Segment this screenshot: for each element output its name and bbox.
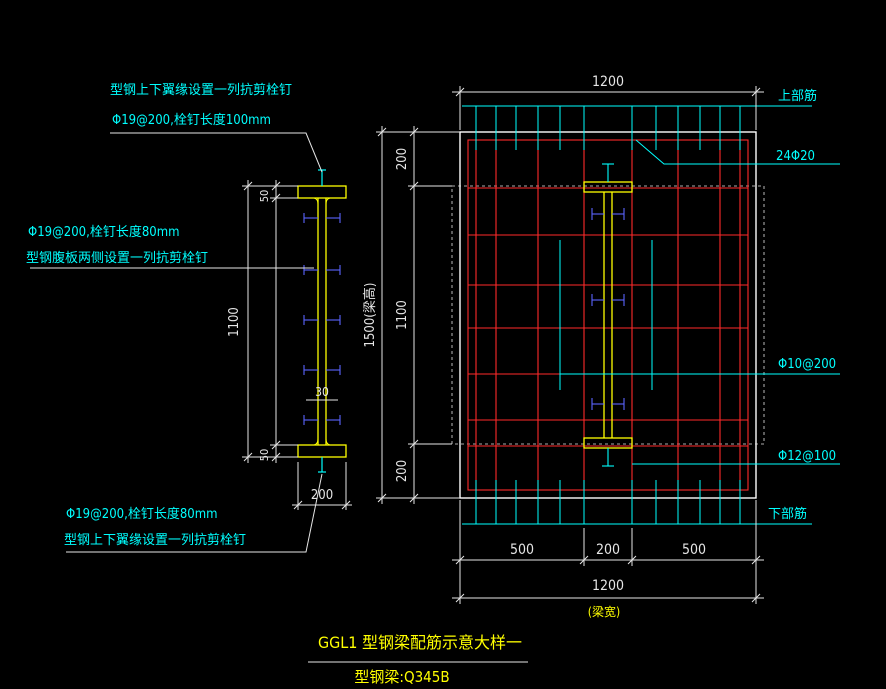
section-web-studs bbox=[591, 208, 625, 410]
top-bars bbox=[462, 105, 812, 150]
web-studs bbox=[303, 213, 341, 425]
dim-flange-bot: 50 bbox=[258, 449, 271, 462]
bottom-chain-dims bbox=[452, 500, 764, 604]
label-stirrup-1: Φ10@200 bbox=[778, 357, 836, 372]
dim-bottom-width: 1200 bbox=[592, 578, 624, 594]
bottom-flange-studs bbox=[318, 457, 326, 473]
dim-b3: 500 bbox=[682, 542, 706, 558]
note-mid-line2: 型钢腹板两侧设置一列抗剪栓钉 bbox=[26, 250, 208, 266]
concrete-outline bbox=[459, 131, 757, 499]
label-top-bars: 上部筋 bbox=[778, 88, 817, 104]
dim-b2: 200 bbox=[596, 542, 620, 558]
stirrups-grid bbox=[467, 139, 749, 491]
label-side-bars: 24Φ20 bbox=[776, 149, 815, 164]
note-top-line1: 型钢上下翼缘设置一列抗剪栓钉 bbox=[110, 82, 292, 98]
left-dim-lines bbox=[242, 180, 298, 463]
inner-dashed bbox=[451, 185, 765, 445]
leaders bbox=[30, 132, 323, 553]
dim-steel-height: 1100 bbox=[227, 307, 242, 337]
label-bottom-bars: 下部筋 bbox=[768, 506, 807, 522]
leader-side-bars bbox=[635, 139, 840, 165]
title-sub: 型钢梁:Q345B bbox=[354, 668, 449, 686]
web-fillets bbox=[313, 197, 331, 446]
dim-top-width: 1200 bbox=[592, 74, 624, 90]
left-height-dims bbox=[376, 126, 460, 504]
steel-beam-detail: 50 50 1100 30 200 型钢上下翼缘设置一列抗剪栓钉 Φ19@200… bbox=[26, 82, 352, 553]
dim-flange-top: 50 bbox=[258, 190, 271, 203]
drawing-title: GGL1 型钢梁配筋示意大样一 型钢梁:Q345B bbox=[308, 633, 528, 686]
dim-left-200-bot: 200 bbox=[395, 460, 410, 482]
dim-total-height: 1500(梁高) bbox=[362, 283, 378, 348]
note-bot-line1: Φ19@200,栓钉长度80mm bbox=[66, 506, 217, 522]
bottom-bars bbox=[462, 480, 812, 525]
tie-bars bbox=[559, 240, 660, 390]
top-width-dim bbox=[452, 86, 764, 130]
note-top-line2: Φ19@200,栓钉长度100mm bbox=[112, 112, 271, 128]
dim-web-thickness: 30 bbox=[315, 385, 329, 399]
section-flange-studs bbox=[602, 163, 614, 467]
dim-left-1100: 1100 bbox=[395, 300, 410, 330]
title-main: GGL1 型钢梁配筋示意大样一 bbox=[318, 633, 522, 652]
note-bot-line2: 型钢上下翼缘设置一列抗剪栓钉 bbox=[64, 532, 246, 548]
dim-flange-width: 200 bbox=[311, 488, 333, 503]
dim-b1: 500 bbox=[510, 542, 534, 558]
dim-left-200-top: 200 bbox=[395, 148, 410, 170]
note-mid-line1: Φ19@200,栓钉长度80mm bbox=[28, 224, 179, 240]
beam-section: 1200 上部筋 24Φ20 Φ10@200 Φ12@100 下部筋 200 1… bbox=[362, 74, 840, 619]
top-flange-studs bbox=[318, 169, 326, 186]
bottom-width-dim bbox=[292, 462, 352, 510]
dim-bottom-width-note: (梁宽) bbox=[588, 604, 620, 619]
web bbox=[317, 198, 327, 445]
label-stirrup-2: Φ12@100 bbox=[778, 449, 836, 464]
